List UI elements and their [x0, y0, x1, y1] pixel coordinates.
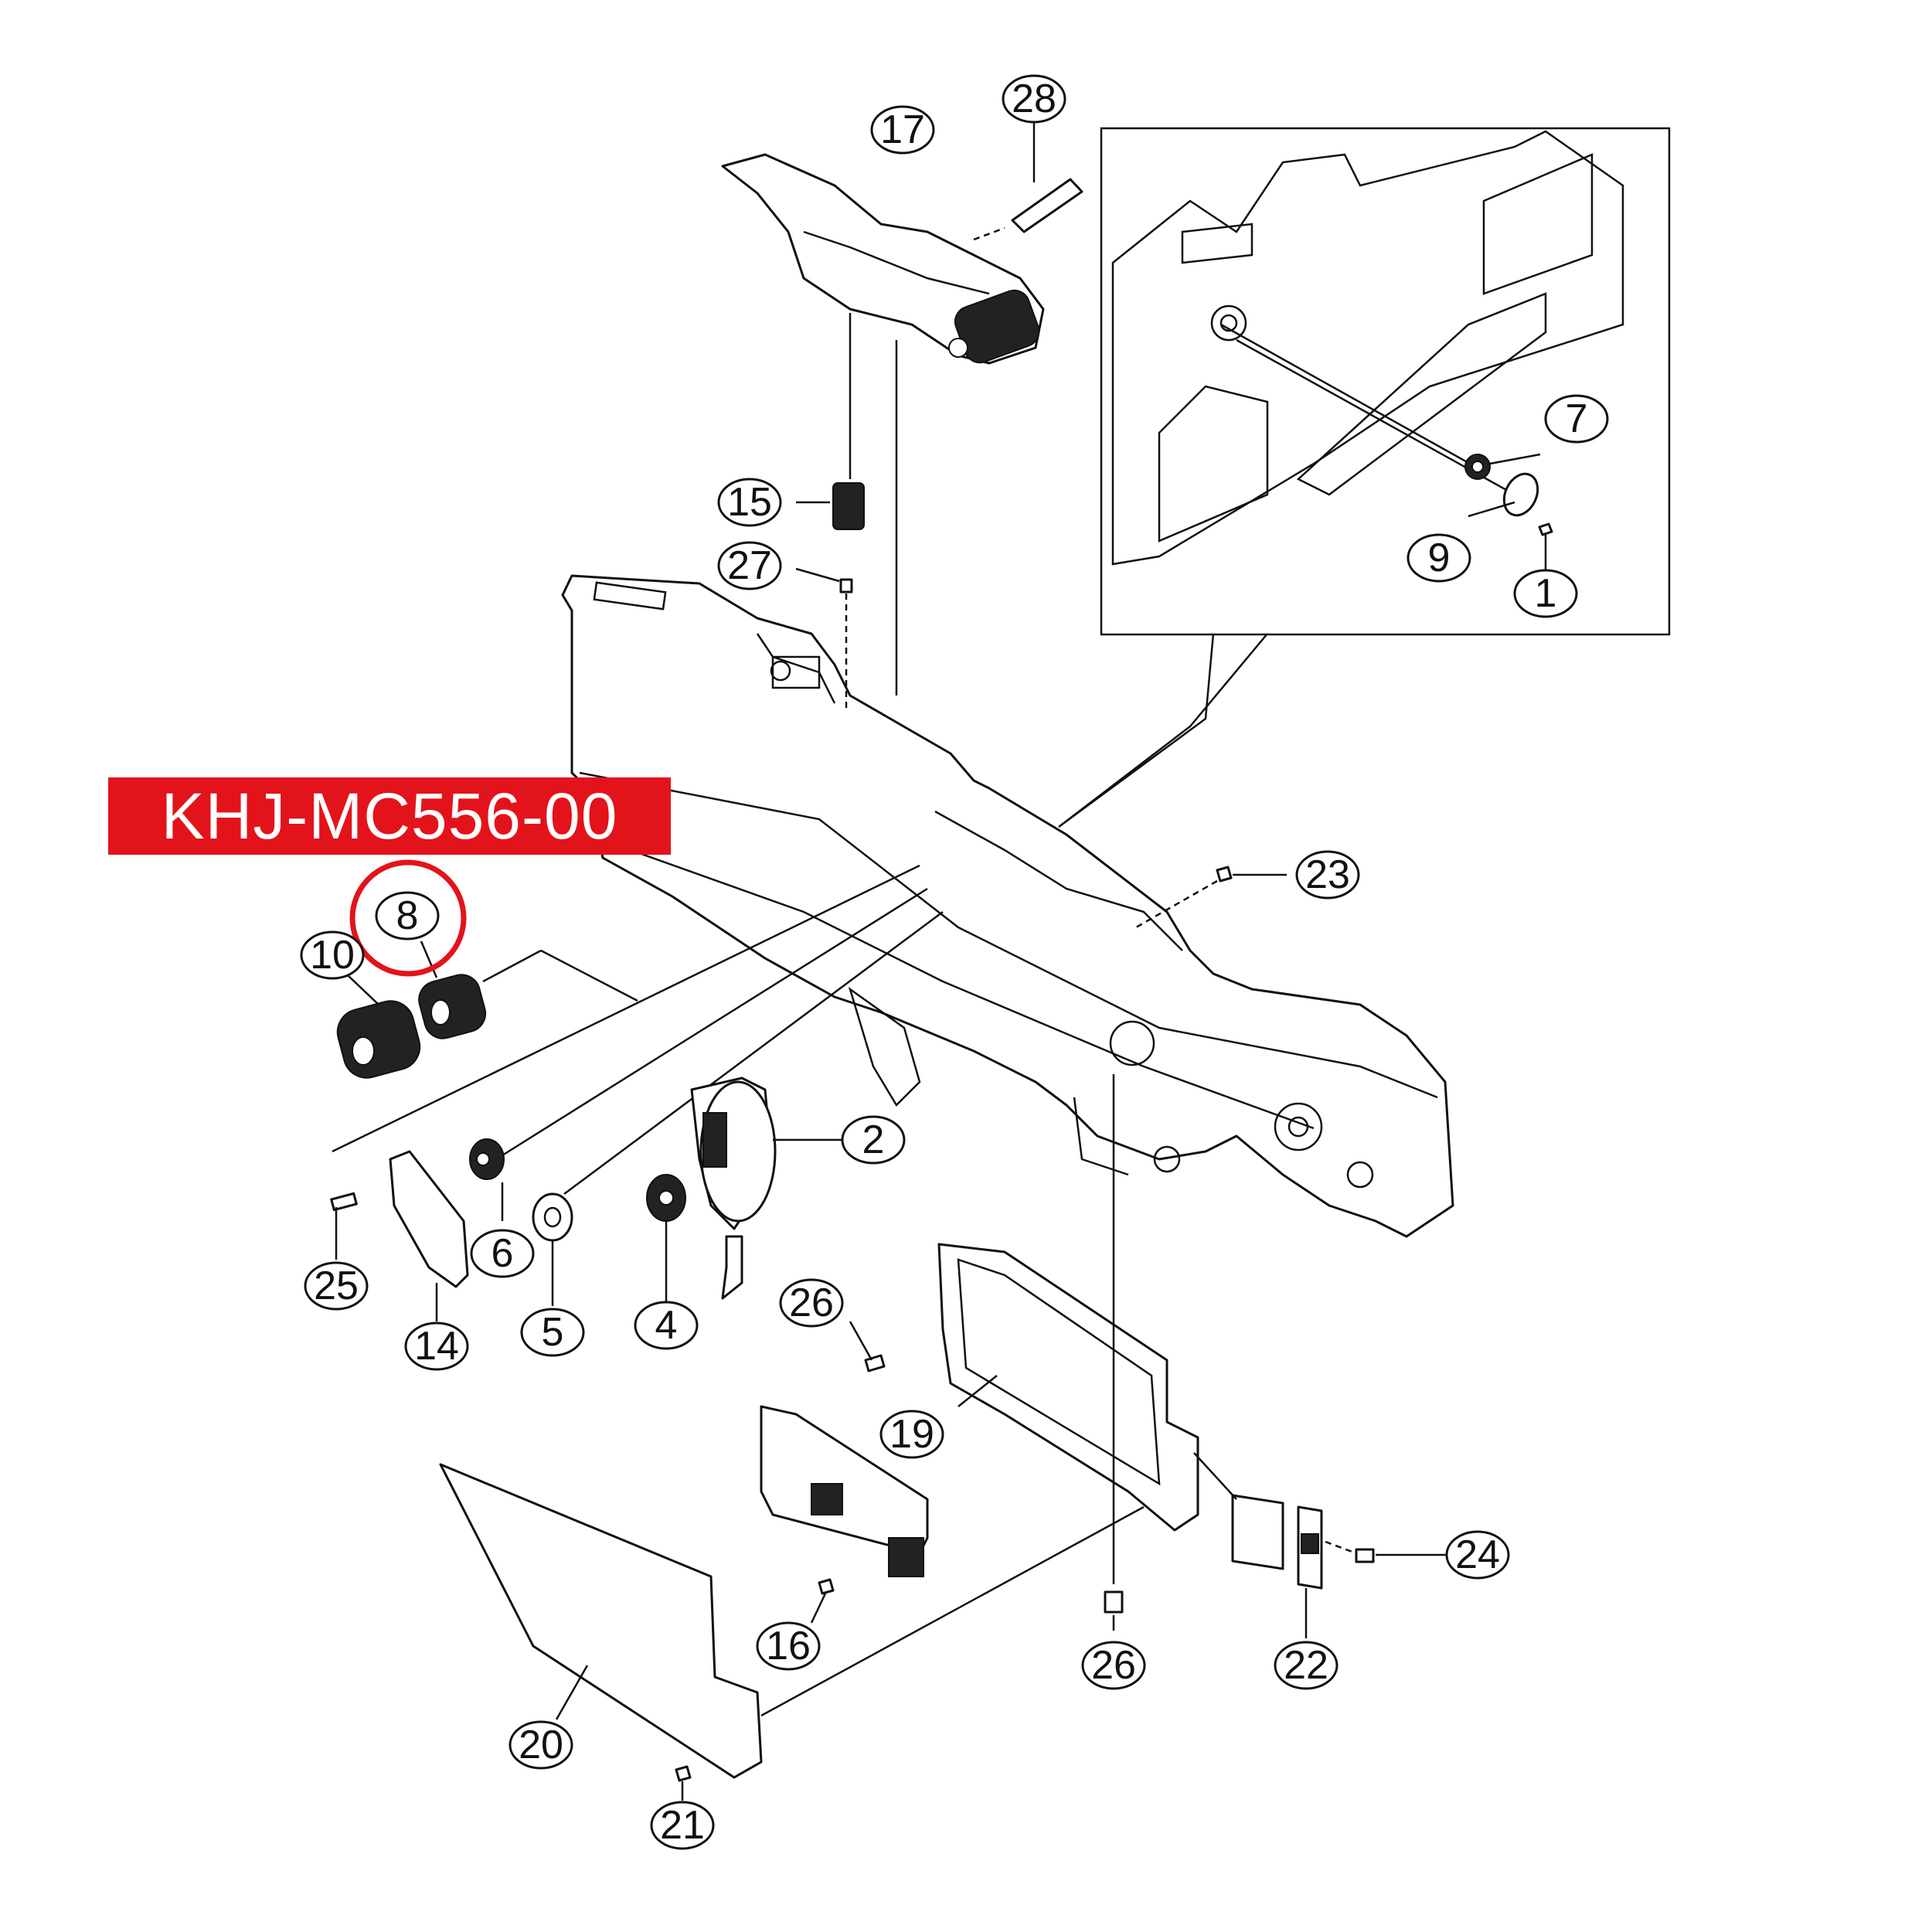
- callout-28: 28: [1002, 74, 1066, 124]
- callout-15: 15: [717, 478, 782, 527]
- part-24-screw: [1325, 1540, 1449, 1563]
- part-17-lever: [721, 153, 1045, 365]
- callout-26-upper: 26: [779, 1278, 844, 1328]
- svg-text:23: 23: [1305, 852, 1350, 897]
- callout-17: 17: [870, 105, 935, 155]
- part-26-screw-lower: [1104, 1074, 1124, 1631]
- part-4-gear: [646, 1174, 686, 1306]
- part-16-screw: [810, 1578, 835, 1624]
- part-20-cover: [439, 1463, 1145, 1779]
- inset-detail-view: [1058, 127, 1671, 828]
- svg-text:21: 21: [660, 1803, 705, 1848]
- part-19-side-cover: [937, 1243, 1199, 1532]
- callout-19: 19: [879, 1410, 944, 1459]
- svg-text:5: 5: [542, 1310, 564, 1355]
- svg-text:17: 17: [880, 107, 925, 152]
- part-25-screw: [330, 1192, 358, 1260]
- svg-text:1: 1: [1535, 571, 1557, 616]
- part-23-screw: [1135, 866, 1287, 929]
- part-21-screw: [675, 1765, 692, 1801]
- callout-10: 10: [300, 930, 365, 980]
- svg-text:10: 10: [310, 933, 355, 978]
- svg-text:27: 27: [727, 543, 772, 588]
- svg-text:15: 15: [727, 480, 772, 525]
- part-number-label: KHJ-MC556-00: [161, 780, 618, 852]
- callout-22: 22: [1274, 1641, 1338, 1690]
- svg-text:16: 16: [766, 1624, 811, 1668]
- callout-14: 14: [404, 1321, 469, 1371]
- callout-21: 21: [650, 1801, 715, 1850]
- callout-9: 9: [1406, 533, 1471, 583]
- highlight-circle: [349, 859, 467, 977]
- part-22-connector: [1193, 1452, 1323, 1638]
- callout-16: 16: [756, 1621, 821, 1671]
- callout-4: 4: [634, 1301, 699, 1350]
- callout-24: 24: [1445, 1530, 1510, 1580]
- callout-1: 1: [1513, 569, 1578, 618]
- part-26-screw-upper: [849, 1321, 886, 1372]
- feed-roller: [948, 289, 1040, 364]
- pcb-board: [760, 1405, 929, 1577]
- svg-text:14: 14: [414, 1324, 459, 1369]
- part-number-banner: [108, 777, 671, 855]
- callout-25: 25: [304, 1261, 369, 1311]
- part-2-motor: [690, 1077, 842, 1300]
- svg-text:4: 4: [655, 1303, 678, 1348]
- svg-text:24: 24: [1455, 1532, 1500, 1577]
- svg-text:26: 26: [1091, 1643, 1136, 1688]
- callout-27: 27: [717, 541, 782, 590]
- callout-6: 6: [470, 1229, 535, 1278]
- callout-23: 23: [1295, 850, 1360, 900]
- svg-text:8: 8: [396, 893, 419, 938]
- svg-text:26: 26: [789, 1281, 834, 1325]
- callout-26-lower: 26: [1081, 1641, 1146, 1690]
- part-6-gear: [469, 1138, 505, 1221]
- part-5-washer: [532, 1192, 573, 1306]
- svg-text:9: 9: [1428, 536, 1451, 580]
- callout-8: 8: [349, 859, 467, 977]
- svg-text:25: 25: [314, 1264, 359, 1308]
- part-15-spring: [796, 313, 898, 696]
- feeder-chassis: [561, 574, 1454, 1238]
- svg-text:19: 19: [889, 1412, 934, 1457]
- part-8-gear: [418, 940, 638, 1039]
- part-28-pin: [973, 120, 1083, 241]
- svg-text:7: 7: [1566, 396, 1588, 441]
- part-14-bracket: [389, 1150, 469, 1321]
- svg-text:22: 22: [1284, 1643, 1328, 1688]
- svg-text:6: 6: [492, 1231, 514, 1276]
- part-10-gear: [336, 975, 421, 1079]
- svg-text:2: 2: [862, 1117, 885, 1162]
- callout-7: 7: [1544, 394, 1609, 444]
- svg-text:20: 20: [519, 1723, 563, 1767]
- part-27-screw: [795, 567, 853, 711]
- callout-2: 2: [841, 1115, 906, 1165]
- callout-20: 20: [509, 1720, 573, 1770]
- callout-5: 5: [520, 1308, 585, 1357]
- svg-text:28: 28: [1012, 77, 1056, 121]
